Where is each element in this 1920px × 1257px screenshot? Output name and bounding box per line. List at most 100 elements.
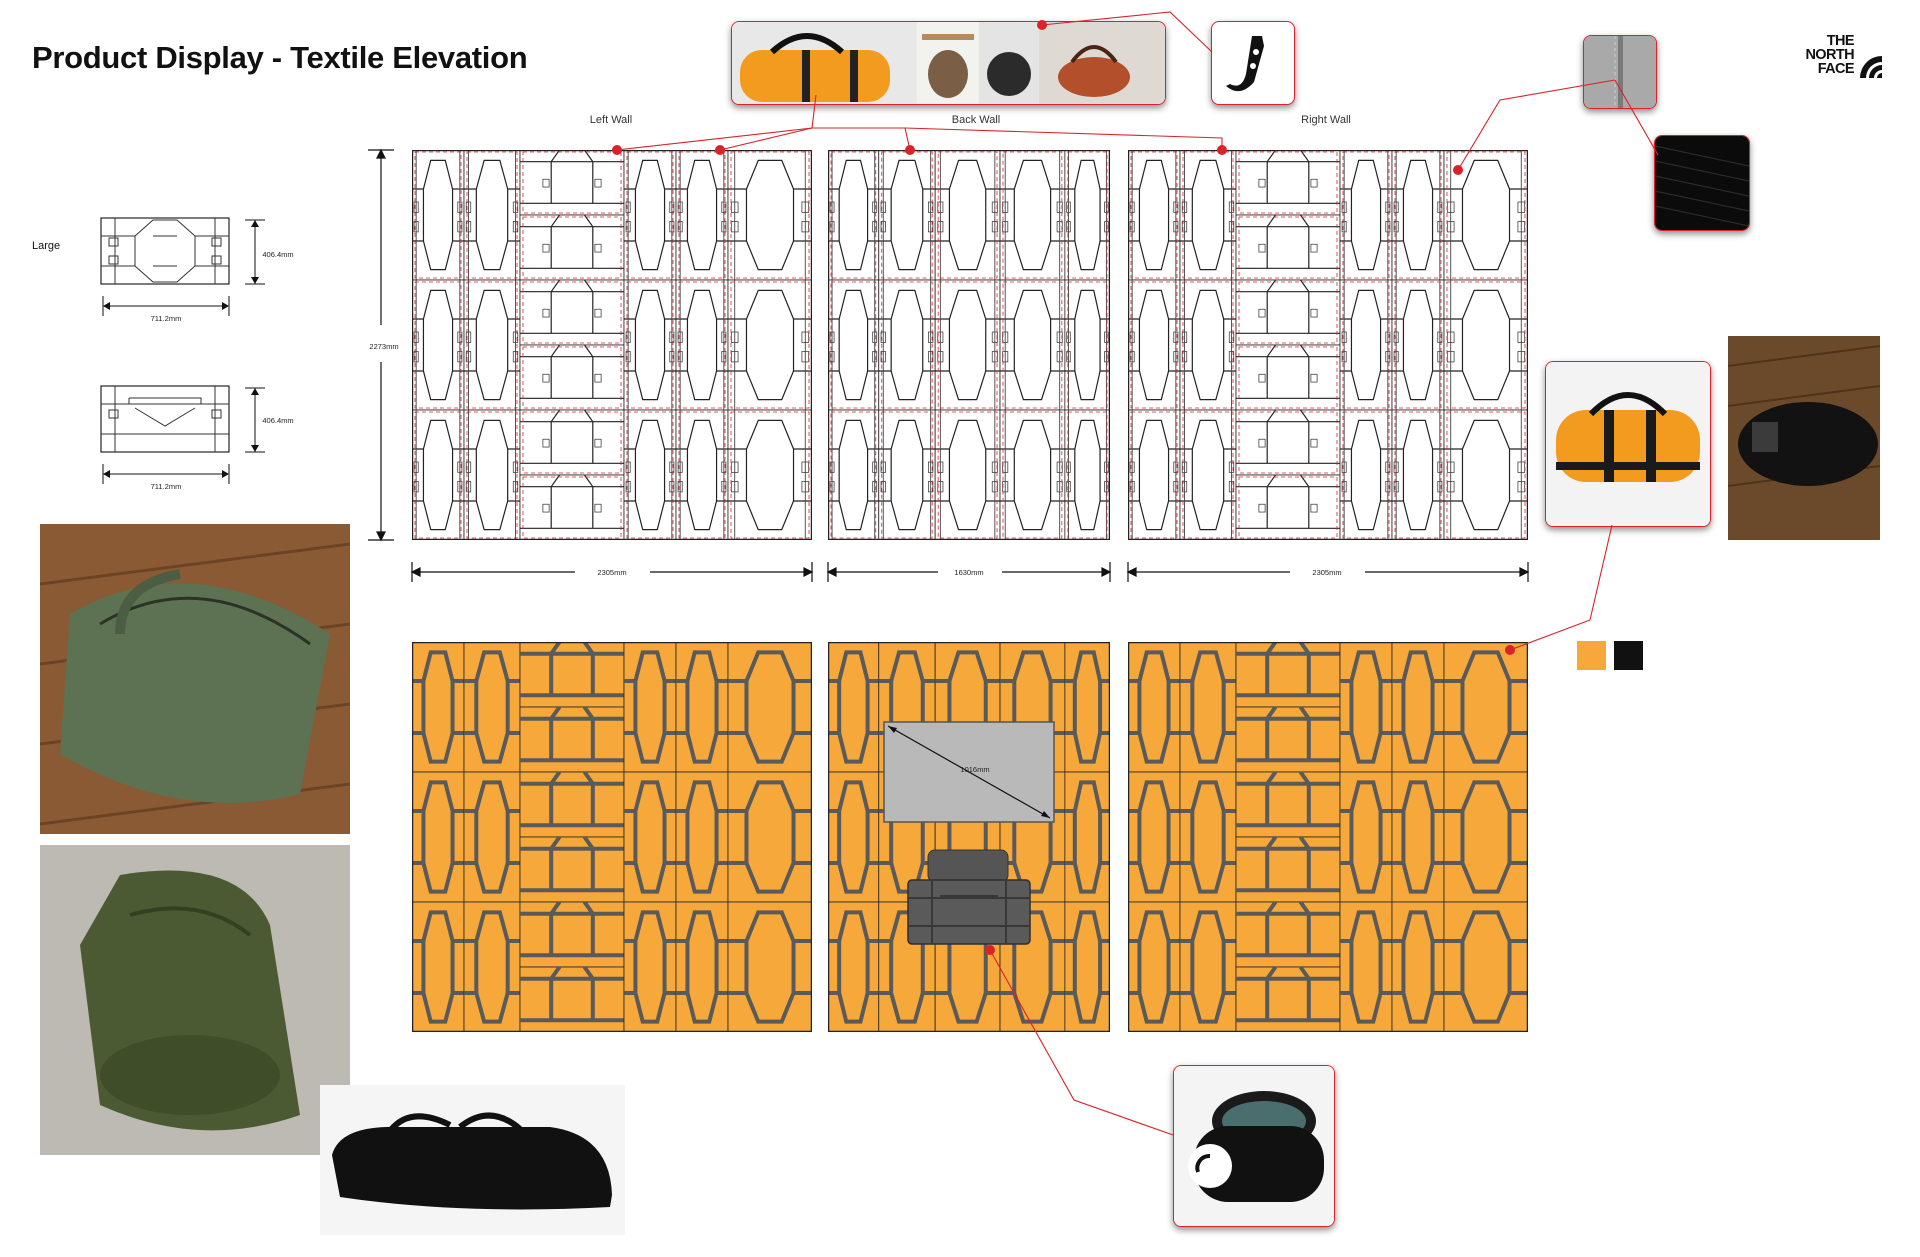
bag-module <box>1235 344 1341 411</box>
left-wall-label: Left Wall <box>589 114 633 126</box>
wall-drawing <box>412 642 812 1032</box>
bag-module <box>623 150 677 281</box>
back-wall-elevation <box>828 150 1110 540</box>
bag-module <box>878 901 936 1032</box>
hook-zone <box>1238 151 1338 214</box>
bag-module <box>1128 642 1181 773</box>
callout-dot <box>1453 165 1463 175</box>
brand-line-2: NORTH <box>1805 47 1854 63</box>
bag-module <box>727 901 812 1032</box>
bag-module <box>828 150 880 281</box>
bag-module <box>519 409 625 476</box>
black-thread-image <box>1655 136 1749 230</box>
wall-hook-icon <box>1226 36 1264 92</box>
hook-zone <box>1446 411 1526 539</box>
right-wall-elevation <box>1128 150 1528 540</box>
callout-line <box>616 94 817 151</box>
bag-module <box>999 279 1066 411</box>
hook-zone <box>414 281 462 409</box>
hook-zone <box>1182 281 1234 409</box>
hook-zone <box>626 281 674 409</box>
back-wall-width-dim: 1630mm <box>954 568 984 577</box>
bag-module <box>1235 705 1341 773</box>
hook-zone <box>730 411 810 539</box>
hook-zone <box>466 411 518 539</box>
bag-module <box>1391 642 1445 773</box>
bag-module <box>1235 965 1341 1032</box>
dimension-lines <box>368 148 1530 582</box>
bag-module <box>519 900 625 968</box>
bag-module <box>412 409 465 540</box>
callout-line <box>719 127 813 151</box>
bag-module <box>999 409 1066 540</box>
bag-module <box>519 705 625 773</box>
right-wall-orange-elevation <box>1128 642 1528 1032</box>
bag-module <box>675 409 729 540</box>
page-title: Product Display - Textile Elevation <box>32 40 528 75</box>
bag-module <box>463 901 521 1032</box>
orange-duffel-frame <box>1545 361 1711 527</box>
hook-zone <box>1238 281 1338 344</box>
bag-module <box>1064 279 1110 411</box>
bag-module <box>1339 279 1393 411</box>
bag-module <box>1443 771 1528 903</box>
bag-module <box>1339 771 1393 903</box>
hook-zone <box>1342 411 1390 539</box>
hook-zone <box>522 346 622 409</box>
bag-module <box>878 279 936 411</box>
hook-zone <box>1067 281 1108 409</box>
bag-module <box>623 771 677 903</box>
hanging-bags-reference <box>731 21 1166 105</box>
bag-module <box>1235 770 1341 838</box>
hook-zone <box>881 411 933 539</box>
right-wall-label: Right Wall <box>1301 114 1351 126</box>
bag-module <box>1179 409 1237 540</box>
callout-dot <box>905 145 915 155</box>
hook-zone <box>1067 411 1108 539</box>
bag-module <box>1339 150 1393 281</box>
wall-drawing <box>1128 642 1528 1032</box>
bag-module <box>934 409 1001 540</box>
bag-module <box>1235 474 1341 540</box>
bag-module <box>519 770 625 838</box>
hook-zone <box>830 281 877 409</box>
bag-module <box>463 279 521 411</box>
bag-module <box>1235 835 1341 903</box>
thread-detail-frame <box>1654 135 1750 231</box>
hook-zone <box>522 281 622 344</box>
callout-line <box>1457 79 1616 171</box>
callout-line <box>989 949 1174 1136</box>
bag-module <box>1235 642 1341 708</box>
hook-zone <box>1130 411 1178 539</box>
hook-zone <box>1238 476 1338 539</box>
bag-module <box>727 771 812 903</box>
hook-zone <box>1394 281 1442 409</box>
bag-module <box>1179 279 1237 411</box>
right-wall-width-dim: 2305mm <box>1312 568 1342 577</box>
hook-zone <box>881 281 933 409</box>
bag-module <box>1443 901 1528 1032</box>
back-wall-label: Back Wall <box>951 114 1001 126</box>
bag-module <box>412 150 465 281</box>
bag-module <box>519 344 625 411</box>
hook-zone <box>1130 281 1178 409</box>
bag-module <box>1179 771 1237 903</box>
bag-module <box>828 409 880 540</box>
bag-module <box>1391 279 1445 411</box>
bag-module <box>1128 279 1181 411</box>
callout-dot <box>985 945 995 955</box>
bag-module <box>1443 642 1528 773</box>
size-label-large: Large <box>32 240 61 252</box>
left-wall-elevation <box>412 150 812 540</box>
open-black-duffel-frame <box>1173 1065 1335 1227</box>
wall-height-dim: 2273mm <box>369 342 399 351</box>
bag-module <box>1443 279 1528 411</box>
bag-module <box>1339 901 1393 1032</box>
bag-module <box>934 150 1001 281</box>
hook-zone <box>522 476 622 539</box>
bag-module <box>1064 642 1110 773</box>
hook-zone <box>1394 411 1442 539</box>
hook-zone <box>678 281 726 409</box>
bag-module <box>1443 409 1528 540</box>
